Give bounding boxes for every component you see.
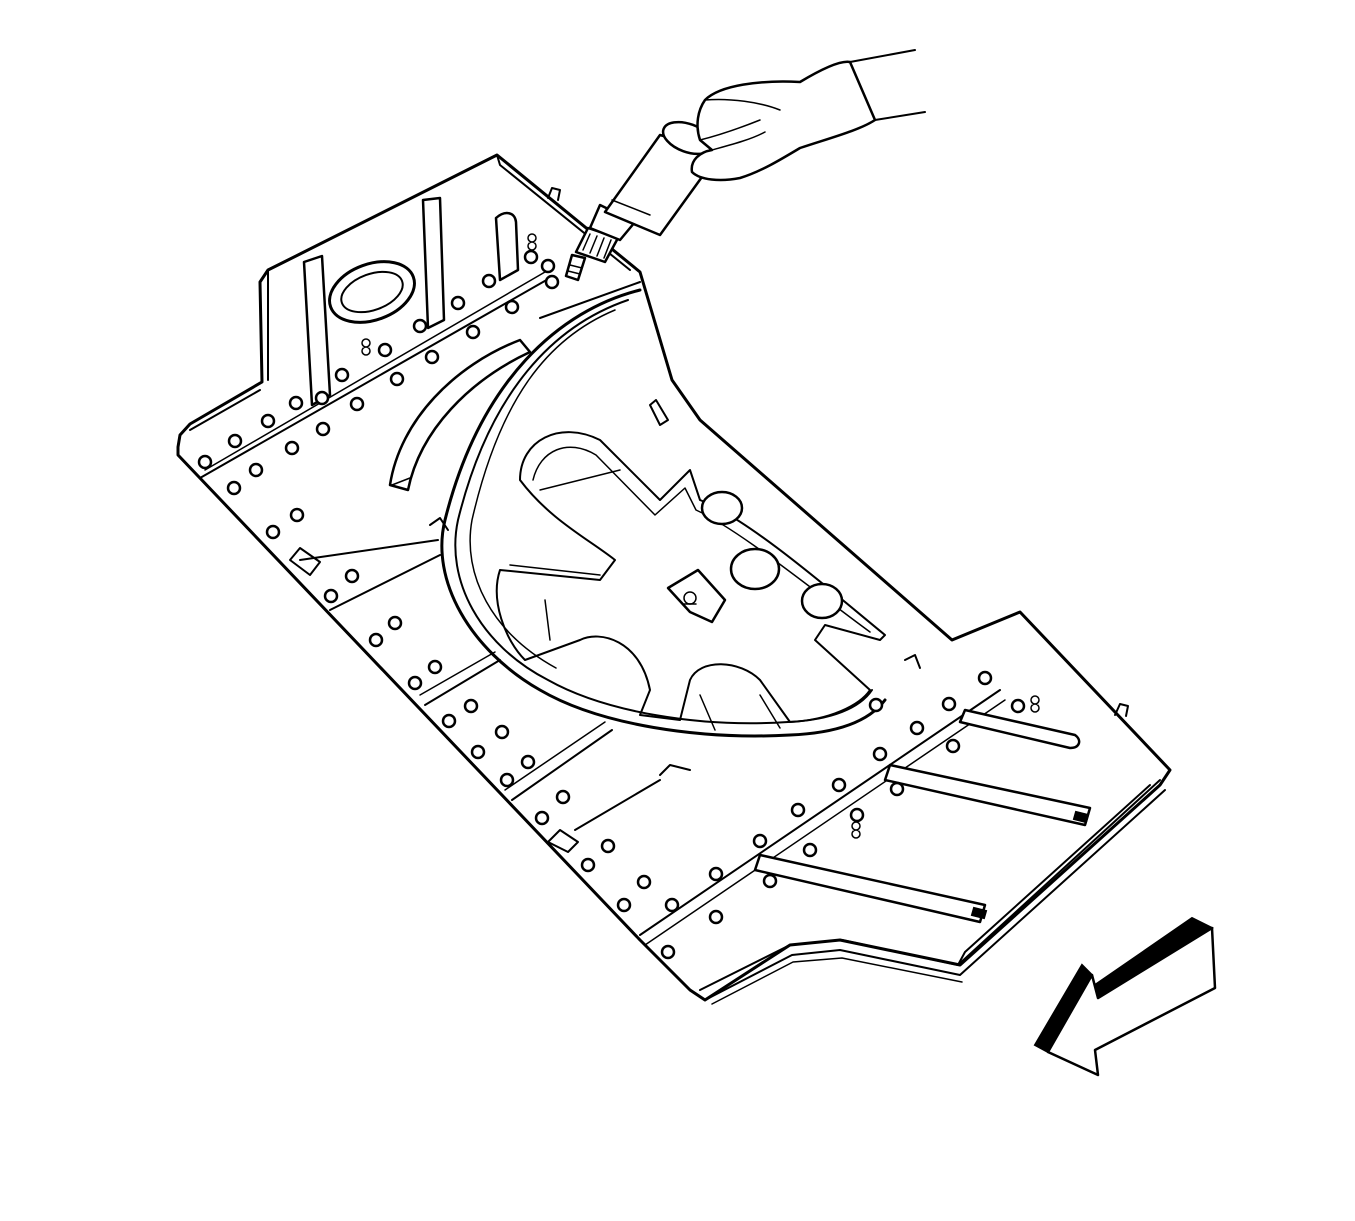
weld-holes: [197, 249, 1026, 960]
sealer-applicator-icon: [564, 120, 722, 282]
weld-hole: [520, 754, 536, 770]
weld-hole: [344, 568, 360, 584]
weld-hole: [600, 838, 616, 854]
direction-arrow-icon: [1033, 916, 1217, 1077]
weld-hole: [197, 454, 213, 470]
front-flange: [699, 779, 1166, 1005]
weld-hole: [708, 909, 724, 925]
weld-hole: [265, 524, 281, 540]
weld-hole: [790, 802, 806, 818]
weld-hole: [450, 295, 466, 311]
weld-hole: [407, 675, 423, 691]
weld-hole: [260, 413, 276, 429]
weld-hole: [288, 395, 304, 411]
weld-hole: [708, 866, 724, 882]
weld-hole: [504, 299, 520, 315]
weld-hole: [555, 789, 571, 805]
weld-hole: [889, 781, 905, 797]
weld-hole: [248, 462, 264, 478]
rear-ridges: [302, 196, 520, 407]
weld-hole: [323, 588, 339, 604]
weld-hole: [284, 440, 300, 456]
weld-hole: [387, 615, 403, 631]
weld-hole: [427, 659, 443, 675]
weld-hole: [334, 367, 350, 383]
weld-hole: [389, 371, 405, 387]
weld-hole: [664, 897, 680, 913]
weld-hole: [1010, 698, 1026, 714]
weld-hole: [872, 746, 888, 762]
weld-hole: [412, 318, 428, 334]
weld-hole: [636, 874, 652, 890]
curved-reinforcement: [388, 338, 532, 492]
weld-hole: [226, 480, 242, 496]
screw-markers: [361, 233, 1040, 839]
weld-hole: [580, 857, 596, 873]
weld-hole: [349, 396, 365, 412]
weld-hole: [227, 433, 243, 449]
weld-hole: [544, 274, 560, 290]
weld-hole: [523, 249, 539, 265]
panel-seams: [199, 271, 1006, 946]
weld-hole: [762, 873, 778, 889]
weld-hole: [849, 807, 865, 823]
weld-hole: [945, 738, 961, 754]
weld-hole: [289, 507, 305, 523]
weld-hole: [977, 670, 993, 686]
weld-hole: [534, 810, 550, 826]
weld-hole: [752, 833, 768, 849]
hand-icon: [690, 49, 926, 182]
weld-hole: [465, 324, 481, 340]
weld-hole: [314, 390, 330, 406]
front-ridges: [753, 708, 1092, 924]
weld-hole: [499, 772, 515, 788]
weld-hole: [909, 720, 925, 736]
weld-hole: [377, 342, 393, 358]
panel-tabs: [289, 187, 1129, 853]
weld-hole: [802, 842, 818, 858]
weld-hole: [481, 273, 497, 289]
weld-hole: [660, 944, 676, 960]
weld-hole: [868, 697, 884, 713]
weld-hole: [368, 632, 384, 648]
weld-hole: [470, 744, 486, 760]
weld-hole: [540, 258, 556, 274]
weld-hole: [441, 713, 457, 729]
weld-hole: [463, 698, 479, 714]
weld-hole: [494, 724, 510, 740]
weld-hole: [315, 421, 331, 437]
weld-hole: [424, 349, 440, 365]
weld-hole: [616, 897, 632, 913]
floor-panel-outline: [176, 153, 1172, 1002]
weld-hole: [941, 696, 957, 712]
weld-hole: [831, 777, 847, 793]
spare-tire-well: [440, 288, 887, 738]
